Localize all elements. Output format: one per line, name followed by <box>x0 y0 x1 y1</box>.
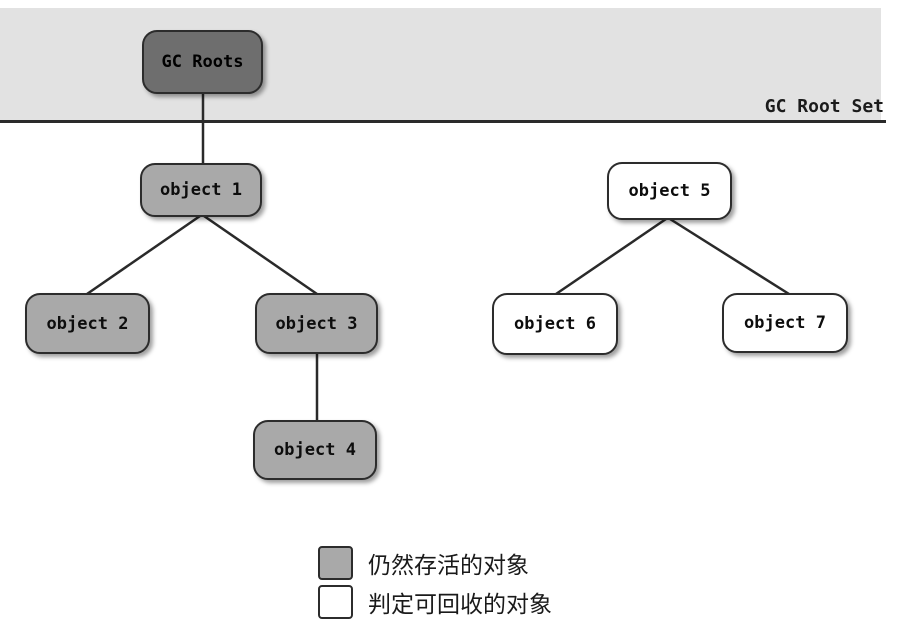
node-label: object 6 <box>514 314 596 334</box>
node-label: object 1 <box>160 180 242 200</box>
legend-item-alive: 仍然存活的对象 <box>318 546 552 580</box>
node-label: object 7 <box>744 313 826 333</box>
legend-label-alive: 仍然存活的对象 <box>368 552 529 578</box>
node-object-7: object 7 <box>722 293 848 353</box>
node-object-4: object 4 <box>253 420 377 480</box>
node-object-5: object 5 <box>607 162 732 220</box>
node-object-2: object 2 <box>25 293 150 354</box>
gc-root-set-divider-line <box>0 120 886 123</box>
recyclable-swatch-icon <box>318 585 353 619</box>
node-label: object 4 <box>274 440 356 460</box>
legend-item-recyclable: 判定可回收的对象 <box>318 585 552 619</box>
node-label: object 2 <box>46 313 129 334</box>
node-label: object 5 <box>628 181 711 201</box>
node-object-6: object 6 <box>492 293 618 355</box>
edge-object1-object3 <box>203 214 318 296</box>
edge-object5-object7 <box>669 217 790 296</box>
legend: 仍然存活的对象 判定可回收的对象 <box>318 546 552 619</box>
node-object-1: object 1 <box>140 163 262 217</box>
gc-root-set-label: GC Root Set <box>764 96 884 117</box>
alive-swatch-icon <box>318 546 353 580</box>
edge-object1-object2 <box>86 214 201 296</box>
node-object-3: object 3 <box>255 293 378 354</box>
legend-label-recyclable: 判定可回收的对象 <box>368 591 552 617</box>
node-label: GC Roots <box>161 52 244 72</box>
edge-object5-object6 <box>555 217 667 296</box>
node-label: object 3 <box>275 313 358 334</box>
node-gc-roots: GC Roots <box>142 30 263 94</box>
